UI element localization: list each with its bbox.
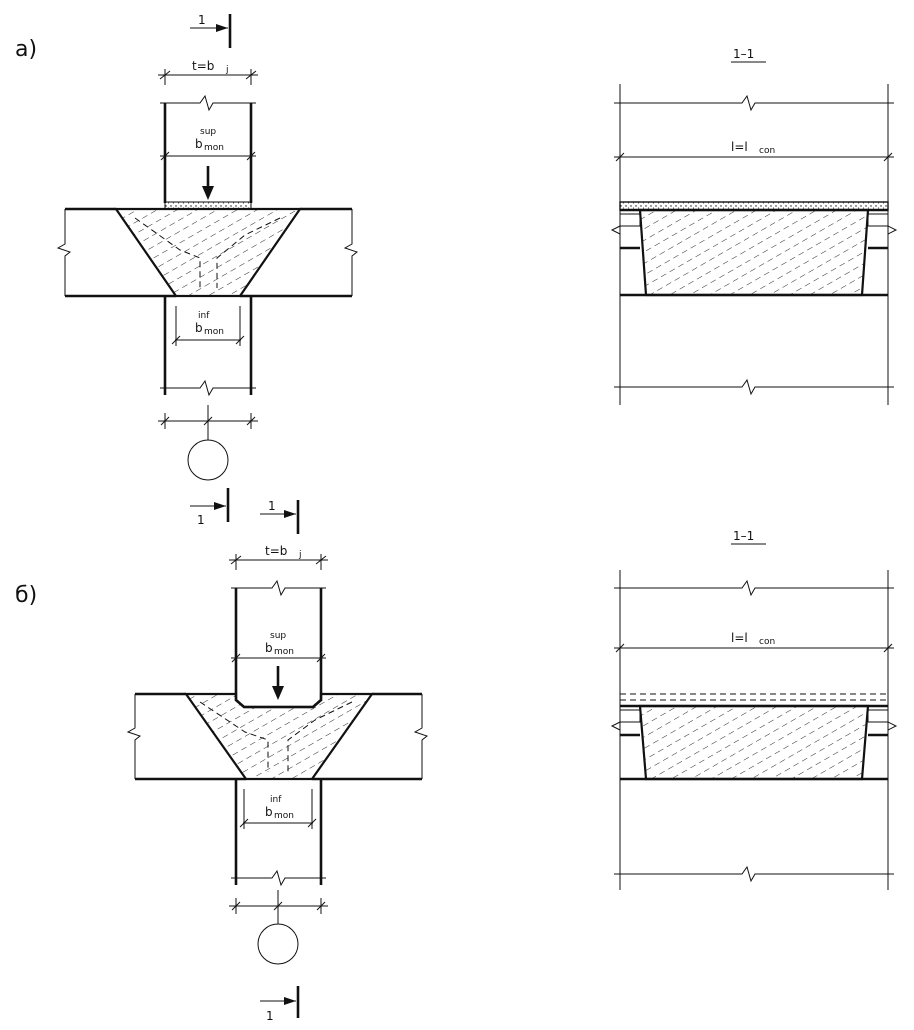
svg-text:inf: inf [270,795,282,805]
section-a-view: 1–1 l=l con [610,47,898,405]
svg-text:mon: mon [274,811,294,821]
lower-column-b [231,779,326,887]
svg-text:b: b [265,805,273,819]
svg-text:mon: mon [274,647,294,657]
svg-text:b: b [265,641,273,655]
dim-width-a: t=b j [158,59,258,85]
load-arrow-a [202,166,214,200]
panel-label-a: а) [15,37,37,62]
lower-column-a [160,296,256,397]
svg-text:1: 1 [266,1009,274,1023]
dim-length-b: l=l con [614,631,894,653]
svg-text:sup: sup [270,631,286,641]
dim-inf-b: inf b mon [239,789,317,829]
svg-text:con: con [759,146,775,156]
panel-label-b: б) [15,583,37,608]
load-arrow-b [272,666,284,700]
svg-text:l=l: l=l [731,140,748,154]
section-marker-a-bottom: 1 [190,488,230,527]
svg-text:l=l: l=l [731,631,748,645]
svg-text:1: 1 [198,13,206,27]
svg-text:j: j [225,65,229,75]
section-title-b: 1–1 [733,529,754,543]
dim-length-a: l=l con [614,140,894,162]
axis-marker-b [229,890,328,965]
upper-column-a [160,94,256,210]
svg-text:inf: inf [198,311,210,321]
figure-a-joint: а) 1 t=b j s [15,13,359,527]
svg-text:j: j [298,550,302,560]
svg-text:t=b: t=b [192,59,214,73]
svg-text:con: con [759,637,775,647]
dim-inf-a: inf b mon [171,306,245,346]
dim-sup-b: sup b mon [231,631,326,663]
monolithic-concrete-a [113,207,303,298]
svg-text:1: 1 [197,513,205,527]
svg-text:mon: mon [204,327,224,337]
svg-text:mon: mon [204,143,224,153]
section-b-view: 1–1 l=l con [610,529,898,890]
axis-marker-a [158,405,258,481]
svg-text:t=b: t=b [265,544,287,558]
section-marker-a-top: 1 [190,13,232,48]
svg-text:1: 1 [268,499,276,513]
slabs-a [56,207,359,298]
slabs-b [126,692,429,781]
section-marker-b-top: 1 [260,499,300,534]
monolithic-concrete-b [183,692,375,781]
svg-text:sup: sup [200,127,216,137]
dim-sup-a: sup b mon [160,127,256,161]
section-title-a: 1–1 [733,47,754,61]
svg-text:b: b [195,321,203,335]
section-marker-b-bottom: 1 [260,986,300,1023]
dim-width-b: t=b j [229,544,328,570]
figure-b-joint: б) 1 t=b j sup b mon [15,499,429,1023]
svg-text:b: b [195,137,203,151]
